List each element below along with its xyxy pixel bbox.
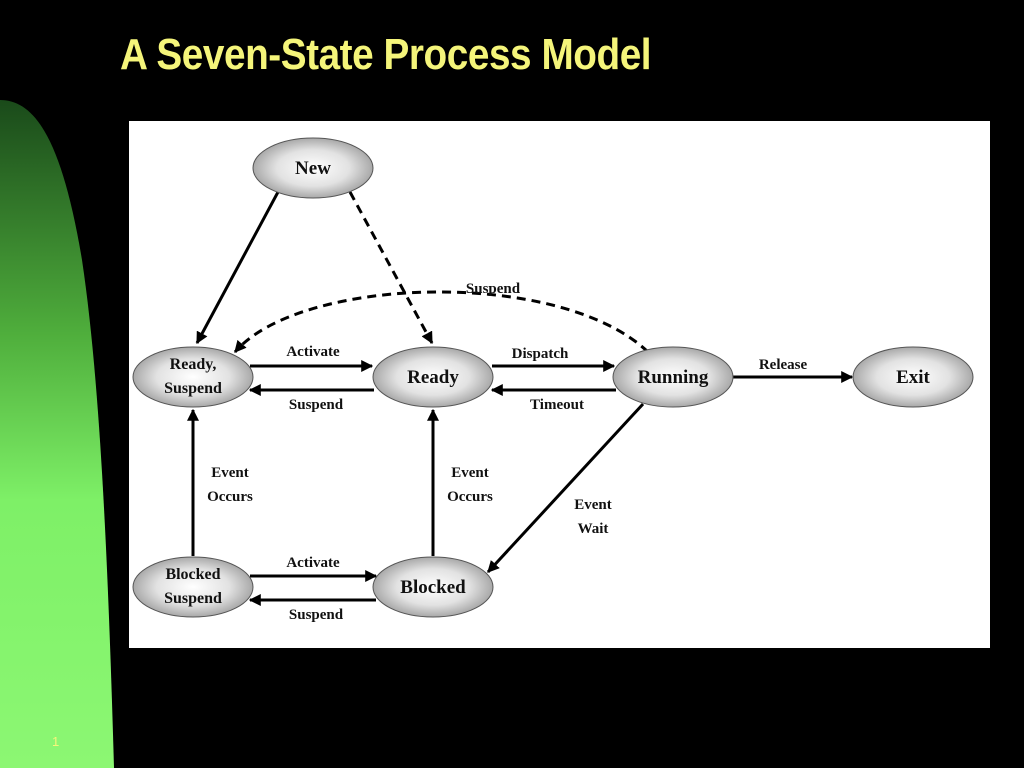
state-ready-suspend bbox=[132, 346, 254, 408]
edge-new-to-ready-suspend bbox=[195, 191, 280, 345]
label-blocked-to-ready-2: Occurs bbox=[447, 489, 493, 505]
state-exit bbox=[852, 346, 974, 408]
label-running-to-ready-suspend: Suspend bbox=[466, 281, 521, 297]
label-blocked-to-blocked-suspend: Suspend bbox=[289, 607, 344, 623]
green-swoosh-decoration bbox=[0, 100, 114, 768]
edge-running-to-blocked bbox=[486, 402, 645, 574]
edge-new-to-ready bbox=[348, 191, 434, 345]
label-blocked-suspend-to-ready-suspend-2: Occurs bbox=[207, 489, 253, 505]
state-blocked-label: Blocked bbox=[400, 577, 466, 598]
edge-running-to-ready-suspend bbox=[233, 290, 650, 354]
state-blocked-suspend-label-2: Suspend bbox=[164, 590, 222, 607]
state-exit-label: Exit bbox=[896, 367, 930, 388]
state-new-label: New bbox=[295, 158, 331, 179]
state-ready-suspend-label-2: Suspend bbox=[164, 380, 222, 397]
state-blocked-suspend-label-1: Blocked bbox=[165, 566, 220, 583]
label-blocked-suspend-to-ready-suspend-1: Event bbox=[211, 465, 249, 481]
label-running-to-ready: Timeout bbox=[530, 397, 584, 413]
state-ready-suspend-label-1: Ready, bbox=[170, 356, 217, 373]
state-running bbox=[612, 346, 734, 408]
slide-title: A Seven-State Process Model bbox=[120, 30, 652, 79]
slide-number: 1 bbox=[52, 734, 60, 749]
state-running-label: Running bbox=[638, 367, 709, 388]
label-blocked-suspend-to-blocked: Activate bbox=[286, 555, 340, 571]
label-blocked-to-ready-1: Event bbox=[451, 465, 489, 481]
state-new bbox=[252, 137, 374, 199]
label-ready-suspend-to-ready: Activate bbox=[286, 344, 340, 360]
state-blocked bbox=[372, 556, 494, 618]
label-running-to-blocked-2: Wait bbox=[578, 521, 609, 537]
label-running-to-exit: Release bbox=[759, 357, 808, 373]
state-ready-label: Ready bbox=[407, 367, 459, 388]
state-ready bbox=[372, 346, 494, 408]
state-blocked-suspend bbox=[132, 556, 254, 618]
label-ready-to-ready-suspend: Suspend bbox=[289, 397, 344, 413]
label-ready-to-running: Dispatch bbox=[512, 346, 569, 362]
label-running-to-blocked-1: Event bbox=[574, 497, 612, 513]
state-diagram: New Ready, Suspend Ready Running Exit Bl… bbox=[129, 121, 990, 648]
